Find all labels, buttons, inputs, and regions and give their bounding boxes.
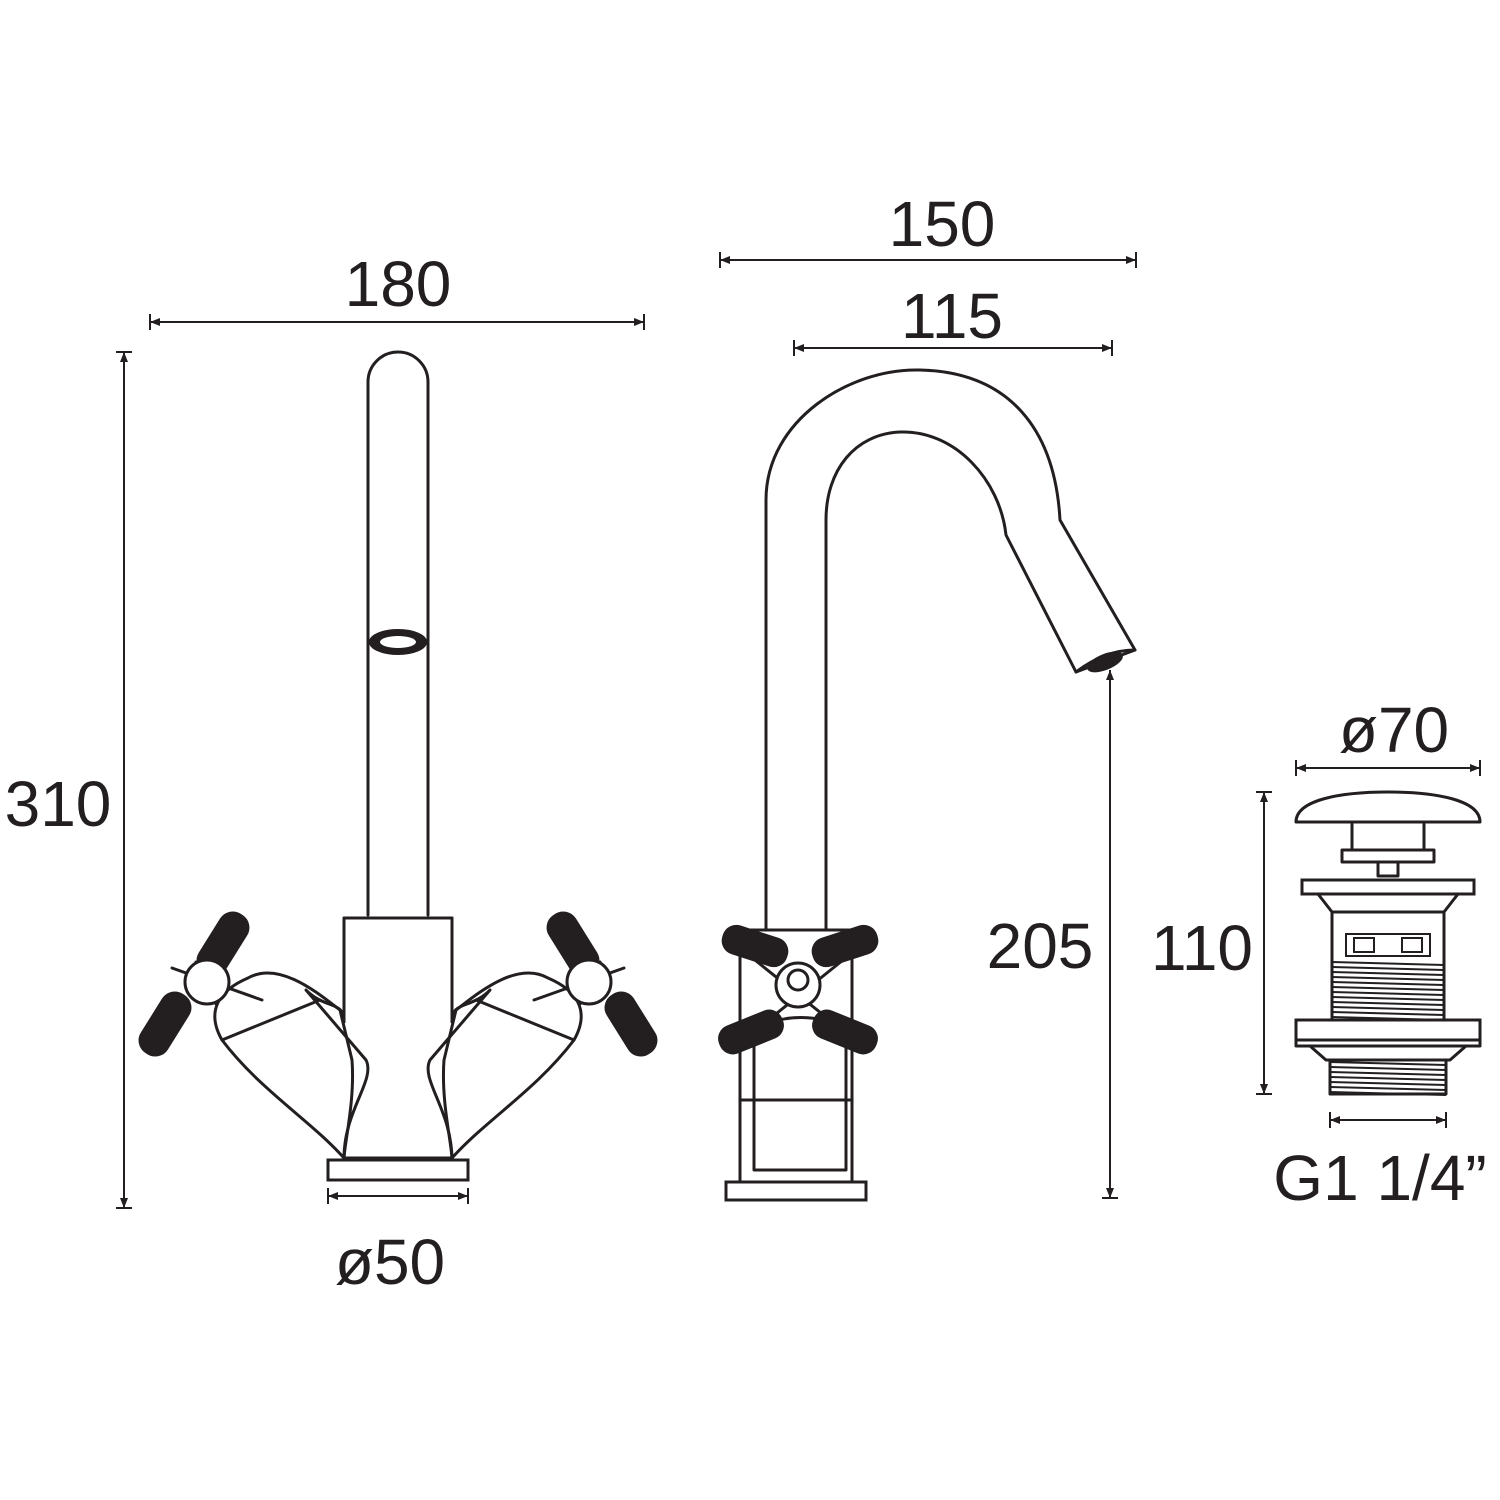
front-view-tap <box>138 350 658 1182</box>
waste-flange-top <box>1300 878 1476 896</box>
dim-label-base-diameter: ø50 <box>335 1226 445 1298</box>
dim-label-width-side: 150 <box>889 188 996 260</box>
dim-label-spout-reach: 115 <box>901 280 1003 352</box>
dim-label-waste-height: 110 <box>1151 912 1253 984</box>
dim-label-spout-height: 205 <box>987 910 1094 982</box>
front-base-plate <box>326 1158 470 1182</box>
side-spout <box>764 368 1137 932</box>
side-base-plate <box>724 1180 868 1202</box>
front-left-handle <box>138 911 264 1057</box>
dimension-lines <box>116 252 1481 1209</box>
front-body <box>304 916 492 1162</box>
dim-label-waste-thread: G1 1/4” <box>1273 1142 1486 1214</box>
waste-thread <box>1331 961 1445 1021</box>
front-left-valve <box>213 971 355 1160</box>
front-right-valve <box>441 971 583 1160</box>
side-cross-handle <box>718 924 879 1055</box>
waste-fitting <box>1294 790 1482 1096</box>
waste-flange-bottom <box>1294 1018 1482 1042</box>
dim-label-width-front: 180 <box>345 248 452 320</box>
waste-cap <box>1294 790 1482 824</box>
dim-label-waste-diameter: ø70 <box>1339 694 1449 766</box>
front-spout <box>366 350 430 917</box>
front-right-handle <box>532 911 658 1057</box>
side-view-tap <box>718 368 1137 1202</box>
dim-label-height-total: 310 <box>5 768 112 840</box>
